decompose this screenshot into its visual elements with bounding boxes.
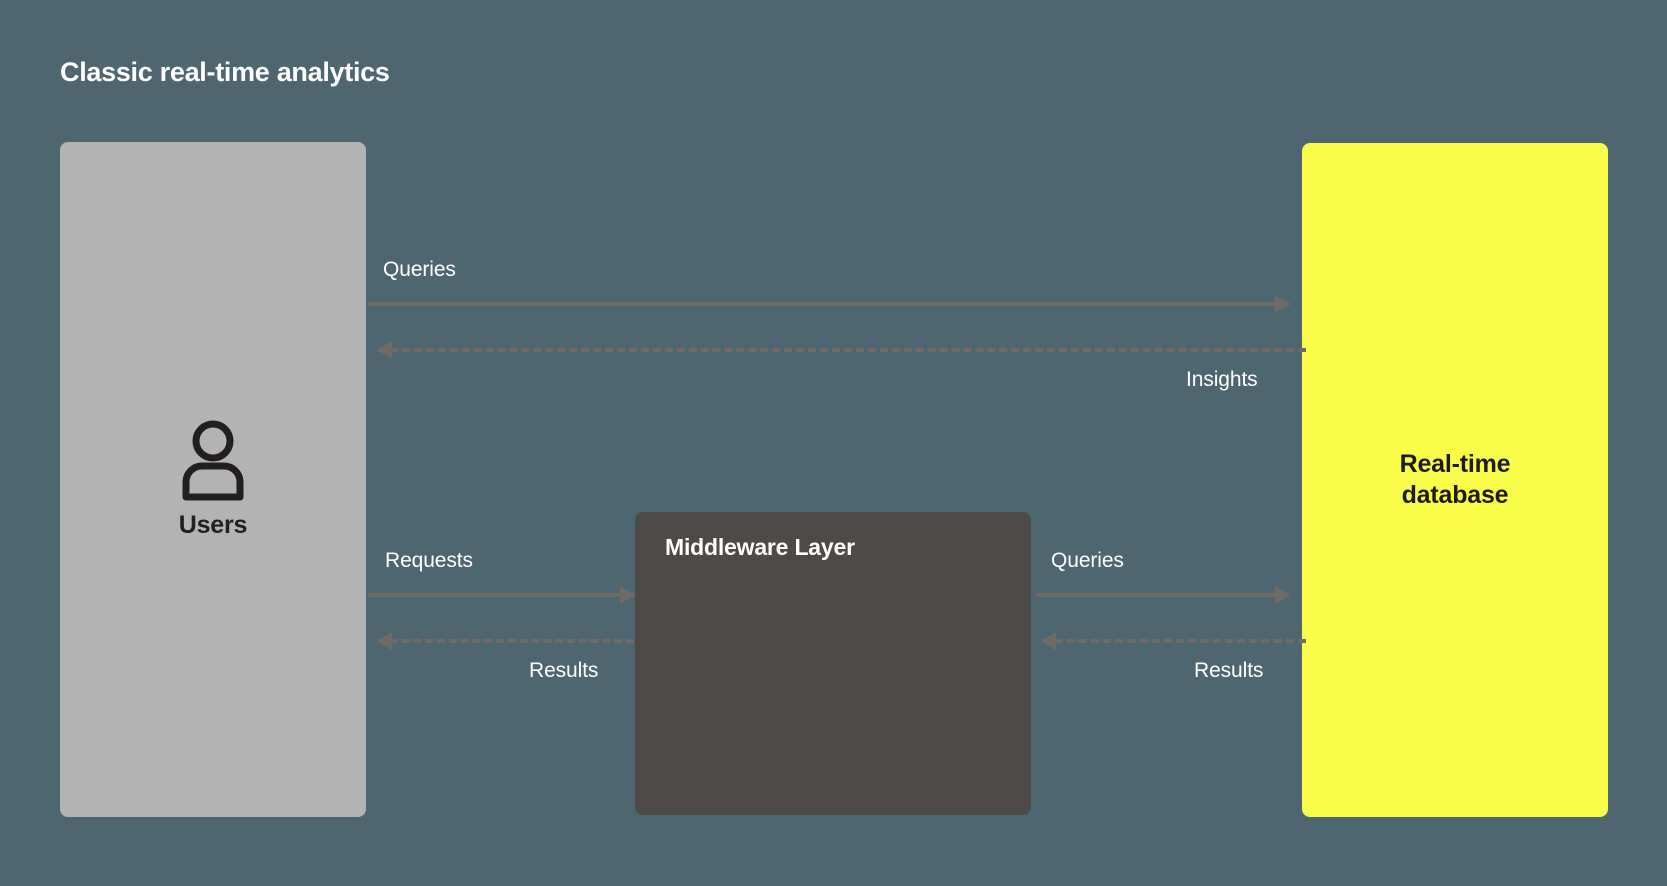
edge-line	[1036, 593, 1289, 597]
edge-line	[378, 348, 1306, 352]
edge-label-insights: Insights	[1186, 368, 1258, 391]
arrowhead-right-icon	[1275, 586, 1290, 604]
arrowhead-left-icon	[1041, 632, 1056, 650]
node-users[interactable]: Users	[60, 142, 366, 817]
edge-line	[368, 302, 1289, 306]
arrowhead-right-icon	[620, 586, 635, 604]
node-middleware-label: Middleware Layer	[665, 534, 855, 560]
node-database-label: Real-time database	[1399, 449, 1511, 509]
edge-label-results-left: Results	[529, 659, 599, 682]
node-middleware-layer[interactable]: Middleware Layer	[635, 512, 1031, 815]
page-title: Classic real-time analytics	[60, 57, 390, 87]
edge-label-results-right: Results	[1194, 659, 1264, 682]
edge-label-queries-top: Queries	[383, 258, 456, 281]
edge-line	[368, 593, 634, 597]
edge-label-queries-bottom: Queries	[1051, 549, 1124, 572]
user-icon	[182, 420, 244, 501]
node-users-label: Users	[178, 511, 248, 539]
arrowhead-left-icon	[377, 341, 392, 359]
arrowhead-right-icon	[1275, 295, 1290, 313]
node-realtime-database[interactable]: Real-time database	[1302, 143, 1608, 817]
edge-label-requests: Requests	[385, 549, 473, 572]
edge-line	[378, 639, 634, 643]
arrowhead-left-icon	[377, 632, 392, 650]
edge-line	[1042, 639, 1306, 643]
